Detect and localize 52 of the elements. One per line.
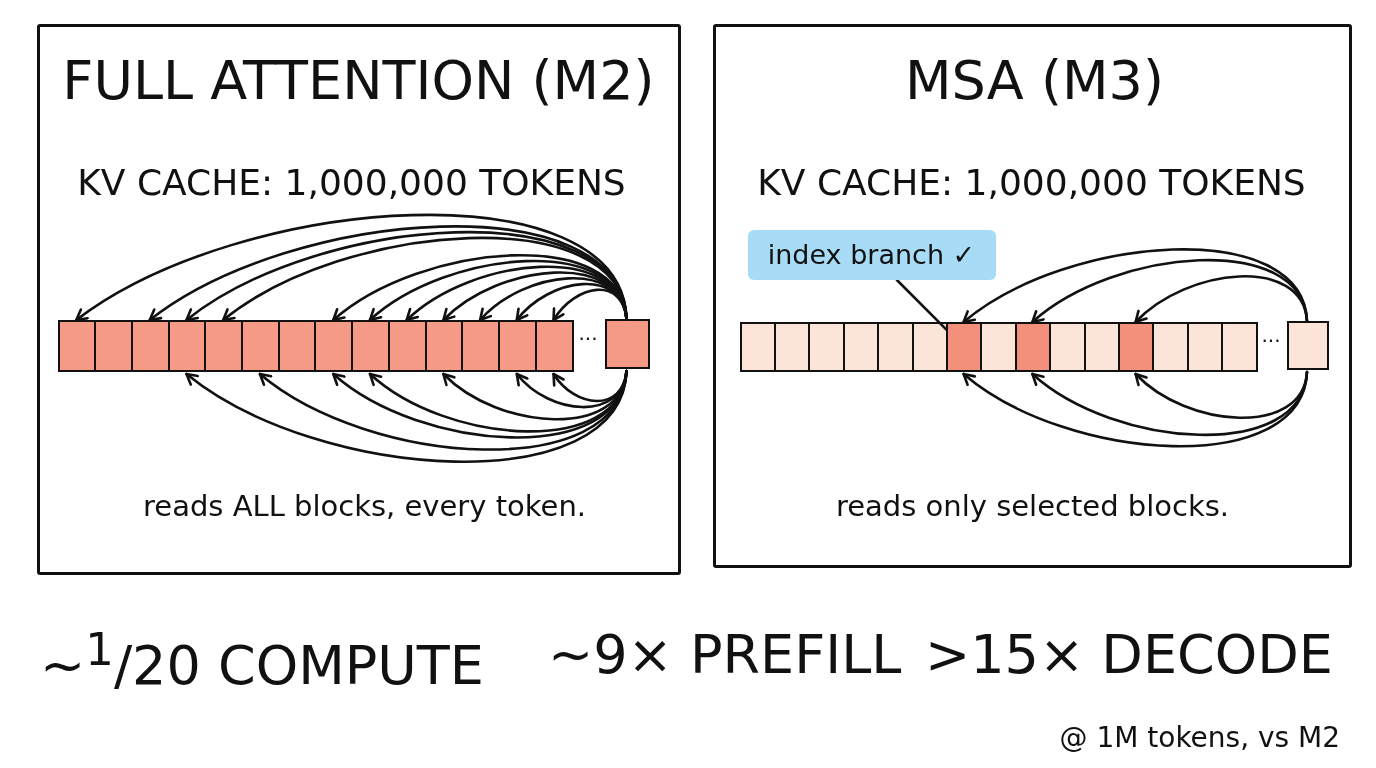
cache-block	[314, 319, 354, 372]
cache-block	[1221, 321, 1258, 372]
arrow	[1134, 275, 1309, 324]
cache-block	[604, 318, 650, 369]
cache-block	[57, 319, 97, 372]
arrow	[442, 271, 628, 322]
arrow	[552, 369, 628, 403]
arrow	[1031, 370, 1309, 437]
arrow	[75, 213, 628, 322]
stat-text: >15× DECODE	[925, 624, 1333, 687]
arrow	[1134, 370, 1309, 420]
panel-frame	[37, 24, 681, 575]
arrow	[1031, 259, 1309, 324]
arrow	[962, 370, 1309, 448]
cache-block	[497, 319, 538, 372]
arrow	[962, 248, 1309, 324]
highlight-label: index branch ✓	[747, 229, 996, 280]
cache-block	[739, 321, 777, 372]
panel-frame	[713, 24, 1352, 568]
cache-block	[1186, 321, 1224, 372]
panel-caption: reads ALL blocks, every token.	[143, 489, 586, 523]
cache-block	[351, 319, 391, 372]
panel-subtitle: KV CACHE: 1,000,000 TOKENS	[757, 161, 1306, 203]
cache-block	[94, 319, 134, 372]
panel-title: FULL ATTENTION (M2)	[62, 49, 655, 112]
arrow	[478, 277, 628, 322]
panel-caption: reads only selected blocks.	[835, 489, 1230, 523]
panel-subtitle: KV CACHE: 1,000,000 TOKENS	[77, 161, 626, 203]
cache-block	[842, 321, 880, 372]
cache-block	[808, 321, 846, 372]
ellipsis-text: ...	[1261, 324, 1281, 347]
cache-block	[241, 319, 281, 372]
cache-block	[1286, 320, 1329, 370]
footnote-text: @ 1M tokens, vs M2	[1059, 722, 1340, 755]
cache-block	[1083, 321, 1121, 372]
stat-text: ~$^{1}$/20 COMPUTE	[40, 624, 484, 698]
cache-block	[877, 321, 914, 372]
leader-line	[895, 278, 948, 331]
arrow	[405, 265, 628, 322]
cache-block	[534, 319, 574, 372]
cache-block	[1049, 321, 1086, 372]
ellipsis-text: ...	[578, 322, 598, 345]
cache-block	[277, 319, 317, 372]
cache-block	[980, 321, 1018, 372]
arrow	[368, 259, 628, 322]
cache-block	[461, 319, 501, 372]
arrow	[552, 288, 628, 322]
cache-block	[1152, 321, 1190, 372]
stat-text: ~9× PREFILL	[548, 624, 902, 687]
cache-block	[204, 319, 244, 372]
cache-block	[773, 321, 811, 372]
panel-title: MSA (M3)	[904, 49, 1165, 112]
